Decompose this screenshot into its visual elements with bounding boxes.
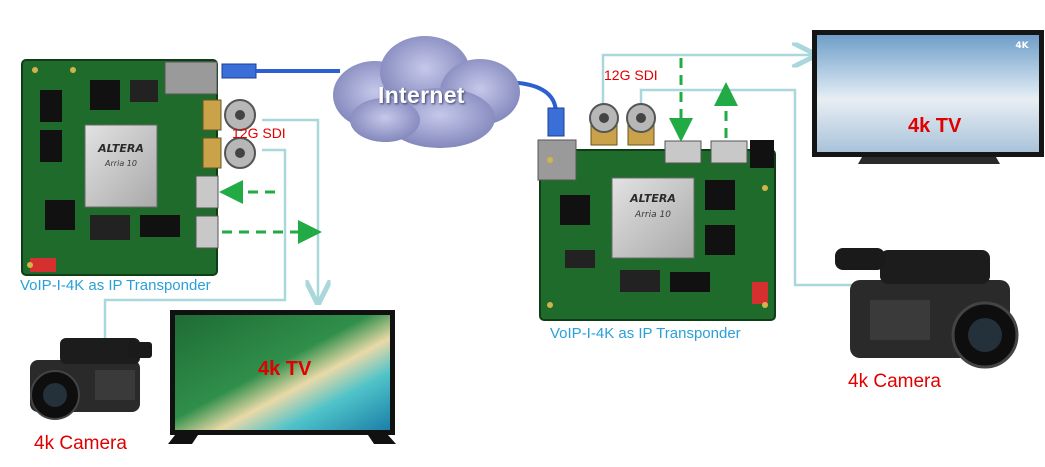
right-board-fpga-chip (611, 177, 695, 259)
internet-cloud (333, 36, 520, 148)
right-board (537, 103, 776, 321)
right-board-sdi-label: 12G SDI (604, 67, 658, 83)
left-board-hdmi-port-2 (195, 215, 219, 249)
left-board-chip-model: Arria 10 (104, 159, 137, 168)
right-board-hdmi-port-1 (664, 140, 702, 164)
cables (103, 55, 870, 345)
cable-right-camera-to-board (639, 88, 870, 287)
right-board-chip-brand: ALTERA (629, 192, 676, 205)
left-board-bnc-connectors (202, 99, 256, 169)
left-camera (30, 338, 152, 420)
cable-right-board-to-tv (601, 55, 812, 105)
left-board-fpga-chip (84, 124, 158, 208)
left-board-signal-arrows (219, 180, 322, 244)
left-tv-label: 4k TV (258, 358, 312, 380)
right-board-ethernet-port (537, 139, 577, 181)
cable-left-board-to-tv (262, 118, 318, 300)
right-tv-label: 4k TV (908, 115, 962, 137)
internet-label: Internet (378, 82, 465, 108)
left-board-chip-brand: ALTERA (97, 142, 144, 155)
left-board-hdmi-port-1 (195, 175, 219, 209)
left-camera-label: 4k Camera (34, 433, 127, 454)
right-camera-label: 4k Camera (848, 371, 941, 392)
right-board-chip-model: Arria 10 (634, 210, 671, 220)
right-tv-screen (817, 35, 1039, 152)
left-board-caption: VoIP-I-4K as IP Transponder (20, 277, 211, 294)
right-camera (835, 248, 1019, 369)
right-board-caption: VoIP-I-4K as IP Transponder (550, 325, 741, 342)
right-tv-badge: 4K (1015, 41, 1029, 51)
right-tv (812, 30, 1044, 164)
right-board-signal-arrows (669, 58, 738, 142)
right-board-hdmi-port-2 (710, 140, 748, 164)
ethernet-cable-left (221, 63, 340, 79)
left-tv (168, 310, 396, 444)
left-board (21, 59, 256, 276)
right-board-bnc-connectors (589, 103, 656, 146)
left-board-ethernet-port (164, 61, 218, 95)
left-tv-screen (175, 315, 390, 430)
left-board-sdi-label: 12G SDI (232, 125, 286, 141)
cable-left-camera-to-board (103, 148, 287, 345)
